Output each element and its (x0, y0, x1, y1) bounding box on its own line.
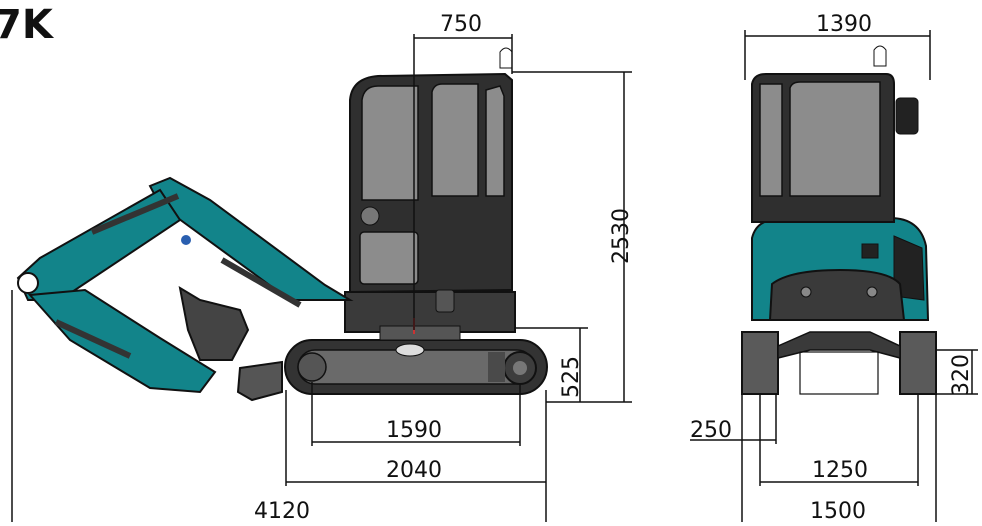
dim-320: 320 (949, 354, 974, 396)
dim-4120: 4120 (254, 499, 310, 522)
dim-1590: 1590 (386, 418, 442, 443)
front-view: 1390 320 250 1250 1500 (690, 12, 978, 524)
side-view: 750 2530 525 1590 2040 4120 (11, 12, 634, 524)
side-cab (349, 47, 513, 313)
dim-250: 250 (690, 418, 732, 443)
side-boom-arm (16, 176, 354, 394)
front-counterweight (768, 268, 906, 321)
dim-1500: 1500 (810, 499, 866, 522)
side-blade (236, 360, 283, 402)
front-cab (751, 45, 919, 223)
dim-1390: 1390 (816, 12, 872, 37)
side-bucket (178, 285, 250, 361)
side-track (284, 339, 548, 395)
swing-bearing (379, 325, 461, 341)
dim-1250: 1250 (812, 458, 868, 483)
dim-2040: 2040 (386, 458, 442, 483)
dim-750: 750 (440, 12, 482, 37)
front-dimension-lines (690, 30, 978, 522)
front-undercarriage (777, 331, 901, 359)
model-title: 7K (0, 2, 55, 48)
front-track-right (899, 331, 937, 395)
side-dimension-lines (11, 34, 632, 522)
dim-525: 525 (559, 356, 584, 398)
dim-2530: 2530 (609, 208, 634, 264)
front-track-left (741, 331, 779, 395)
